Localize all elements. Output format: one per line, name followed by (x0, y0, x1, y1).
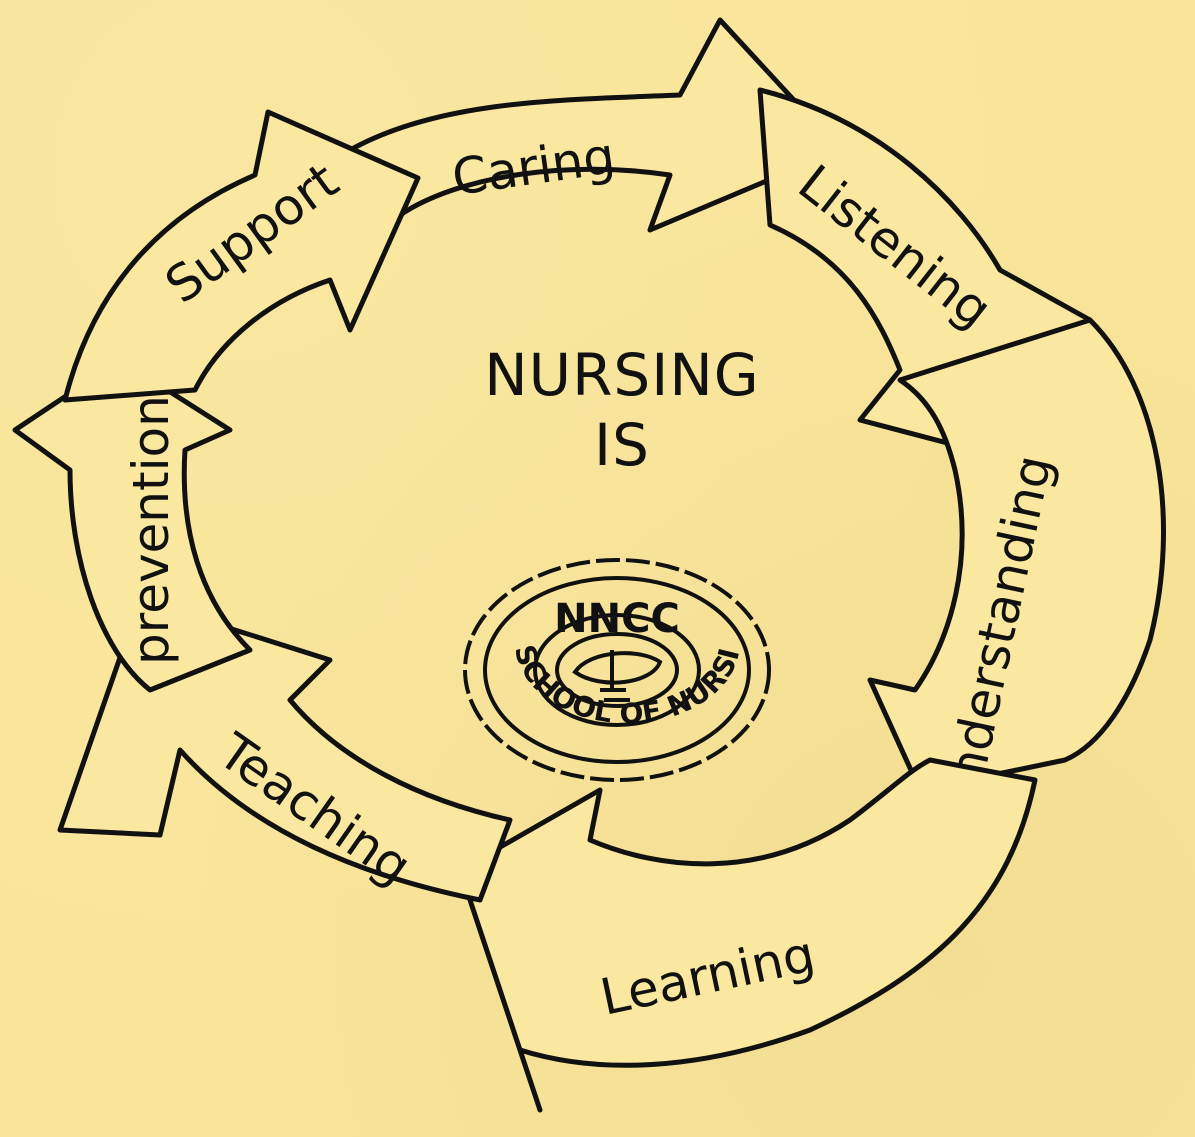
seal-top-text: NNCC (554, 596, 680, 642)
center-title-line1: NURSING (484, 341, 759, 409)
lamp-emblem-icon (572, 650, 663, 702)
arrow-understanding (867, 317, 1166, 793)
center-title-line2: IS (594, 411, 650, 479)
arrow-caring (347, 17, 843, 233)
arrow-prevention-label: prevention (122, 395, 180, 665)
arrow-support (62, 109, 421, 403)
arrow-learning (457, 757, 1038, 1113)
